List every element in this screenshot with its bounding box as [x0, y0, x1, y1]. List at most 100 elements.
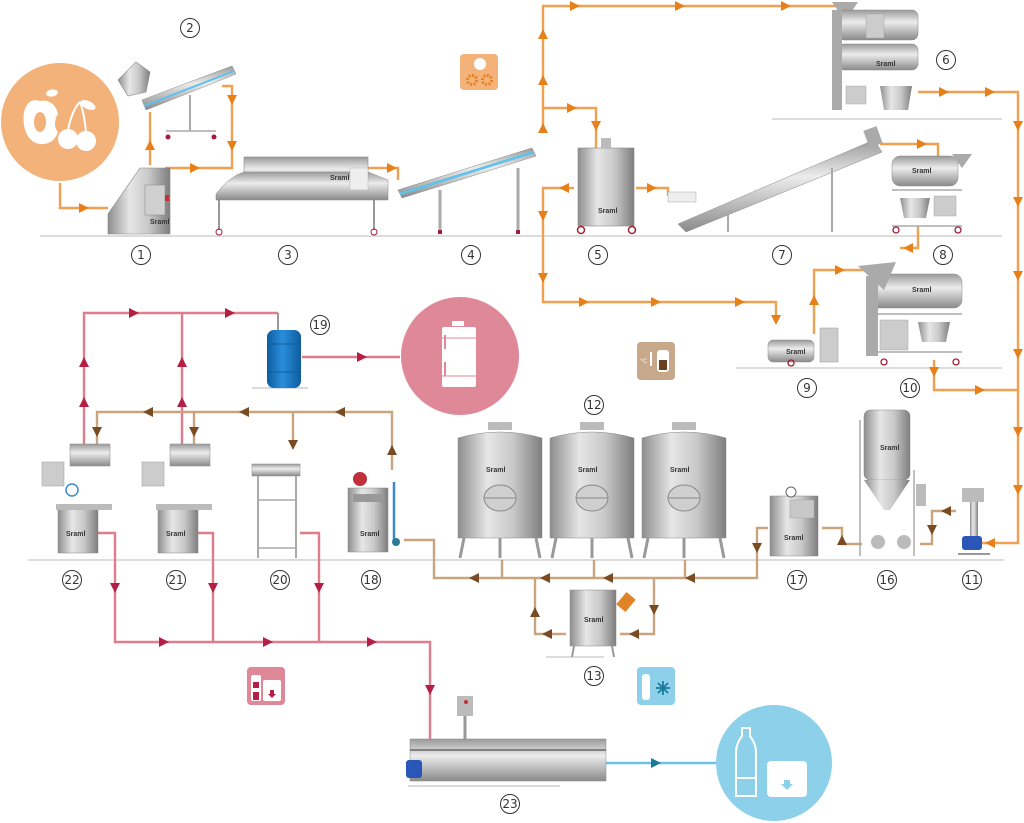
storage-tank: Sraml — [641, 422, 727, 559]
machine-21-filler: Sraml — [141, 443, 212, 554]
number-circle — [180, 18, 200, 38]
machine-17-homogenizer: Sraml — [769, 486, 819, 557]
blue-arrows — [651, 758, 661, 768]
machine-number-17: 17 — [787, 570, 807, 590]
flow-arrow — [771, 315, 781, 325]
number-label: 5 — [594, 248, 602, 262]
flow-arrow — [603, 573, 613, 583]
number-label: 6 — [942, 53, 950, 67]
flow-arrow — [917, 139, 927, 149]
flow-arrow — [975, 385, 985, 395]
input-fruit-circle — [1, 63, 119, 181]
machine-11-transfer-pump — [958, 488, 990, 555]
flow-arrow — [941, 506, 951, 516]
number-circle — [461, 245, 481, 265]
flow-arrow — [129, 308, 139, 318]
machine-number-7: 7 — [772, 245, 792, 265]
machine-number-16: 16 — [877, 570, 897, 590]
number-label: 11 — [964, 573, 979, 587]
number-circle — [62, 570, 82, 590]
brand-label: Sraml — [880, 445, 900, 452]
machine-4-conveyor — [397, 147, 537, 234]
number-circle — [877, 570, 897, 590]
machine-18-pasteurizer: Sraml — [347, 472, 400, 553]
flow-arrow — [570, 1, 580, 11]
number-label: 9 — [803, 381, 811, 395]
flow-arrow — [651, 297, 661, 307]
flow-arrow — [1013, 485, 1023, 495]
flow-arrow — [425, 685, 435, 695]
flow-arrow — [227, 95, 237, 105]
number-label: 8 — [939, 248, 947, 262]
machine-7-screw-conveyor — [667, 126, 883, 233]
flow-arrow — [538, 273, 548, 283]
number-label: 23 — [502, 797, 517, 811]
brand-label: Sraml — [584, 617, 604, 624]
machine-13-mixing-tank: Sraml — [569, 589, 636, 658]
number-circle — [588, 245, 608, 265]
machine-number-9: 9 — [797, 378, 817, 398]
flow-arrow — [929, 367, 939, 377]
washing-badge — [460, 54, 498, 90]
machine-9-pump: Sraml — [767, 327, 839, 367]
flow-arrow — [752, 543, 762, 553]
flow-arrow — [903, 243, 913, 253]
flow-arrow — [538, 123, 548, 133]
flow-arrow — [239, 407, 249, 417]
number-circle — [900, 378, 920, 398]
flow-arrow — [538, 75, 548, 85]
flow-arrow — [145, 140, 155, 150]
machine-number-19: 19 — [310, 315, 330, 335]
machine-number-4: 4 — [461, 245, 481, 265]
flow-arrow — [559, 183, 569, 193]
number-label: 1 — [137, 248, 145, 262]
machine-20-filling-machine — [251, 463, 301, 558]
flow-arrow — [629, 629, 639, 639]
brand-label: Sraml — [66, 531, 86, 538]
pink-arrows — [79, 308, 435, 695]
number-circle — [361, 570, 381, 590]
brand-label: Sraml — [670, 467, 690, 474]
flow-arrow — [288, 440, 298, 450]
flow-arrow — [335, 407, 345, 417]
brand-label: Sraml — [784, 535, 804, 542]
brand-label: Sraml — [912, 168, 932, 175]
bottle-box-icon — [735, 727, 807, 797]
number-circle — [787, 570, 807, 590]
brand-label: Sraml — [598, 208, 618, 215]
flow-arrow — [685, 573, 695, 583]
flow-arrow — [1013, 271, 1023, 281]
brand-label: Sraml — [166, 531, 186, 538]
number-label: 7 — [778, 248, 786, 262]
flow-arrow — [177, 397, 187, 407]
floor-lines — [28, 118, 1004, 787]
brand-label: Sraml — [578, 467, 598, 474]
flow-arrow — [177, 357, 187, 367]
machine-8-pulper: Sraml — [891, 154, 972, 234]
flow-arrow — [314, 583, 324, 593]
flow-arrow — [469, 573, 479, 583]
brand-label: Sraml — [360, 531, 380, 538]
brown-arrows — [92, 407, 951, 639]
number-circle — [584, 395, 604, 415]
number-label: 13 — [586, 669, 601, 683]
flow-arrow — [540, 573, 550, 583]
machine-number-11: 11 — [962, 570, 982, 590]
machine-16-deaerator: Sraml — [859, 409, 926, 556]
flow-arrow — [143, 407, 153, 417]
flow-arrow — [189, 427, 199, 437]
number-label: 2 — [186, 21, 194, 35]
flow-arrow — [835, 265, 845, 275]
machine-1-hopper: Sraml — [107, 167, 171, 235]
flow-arrow — [227, 141, 237, 151]
storage-tank: Sraml — [457, 422, 543, 559]
flow-arrow — [357, 352, 367, 362]
flow-arrow — [809, 295, 819, 305]
flow-arrow — [263, 637, 273, 647]
flow-arrow — [110, 583, 120, 593]
number-circle — [962, 570, 982, 590]
flow-arrow — [1013, 121, 1023, 131]
flow-arrow — [208, 583, 218, 593]
machine-23-cooling-tunnel — [406, 696, 607, 782]
